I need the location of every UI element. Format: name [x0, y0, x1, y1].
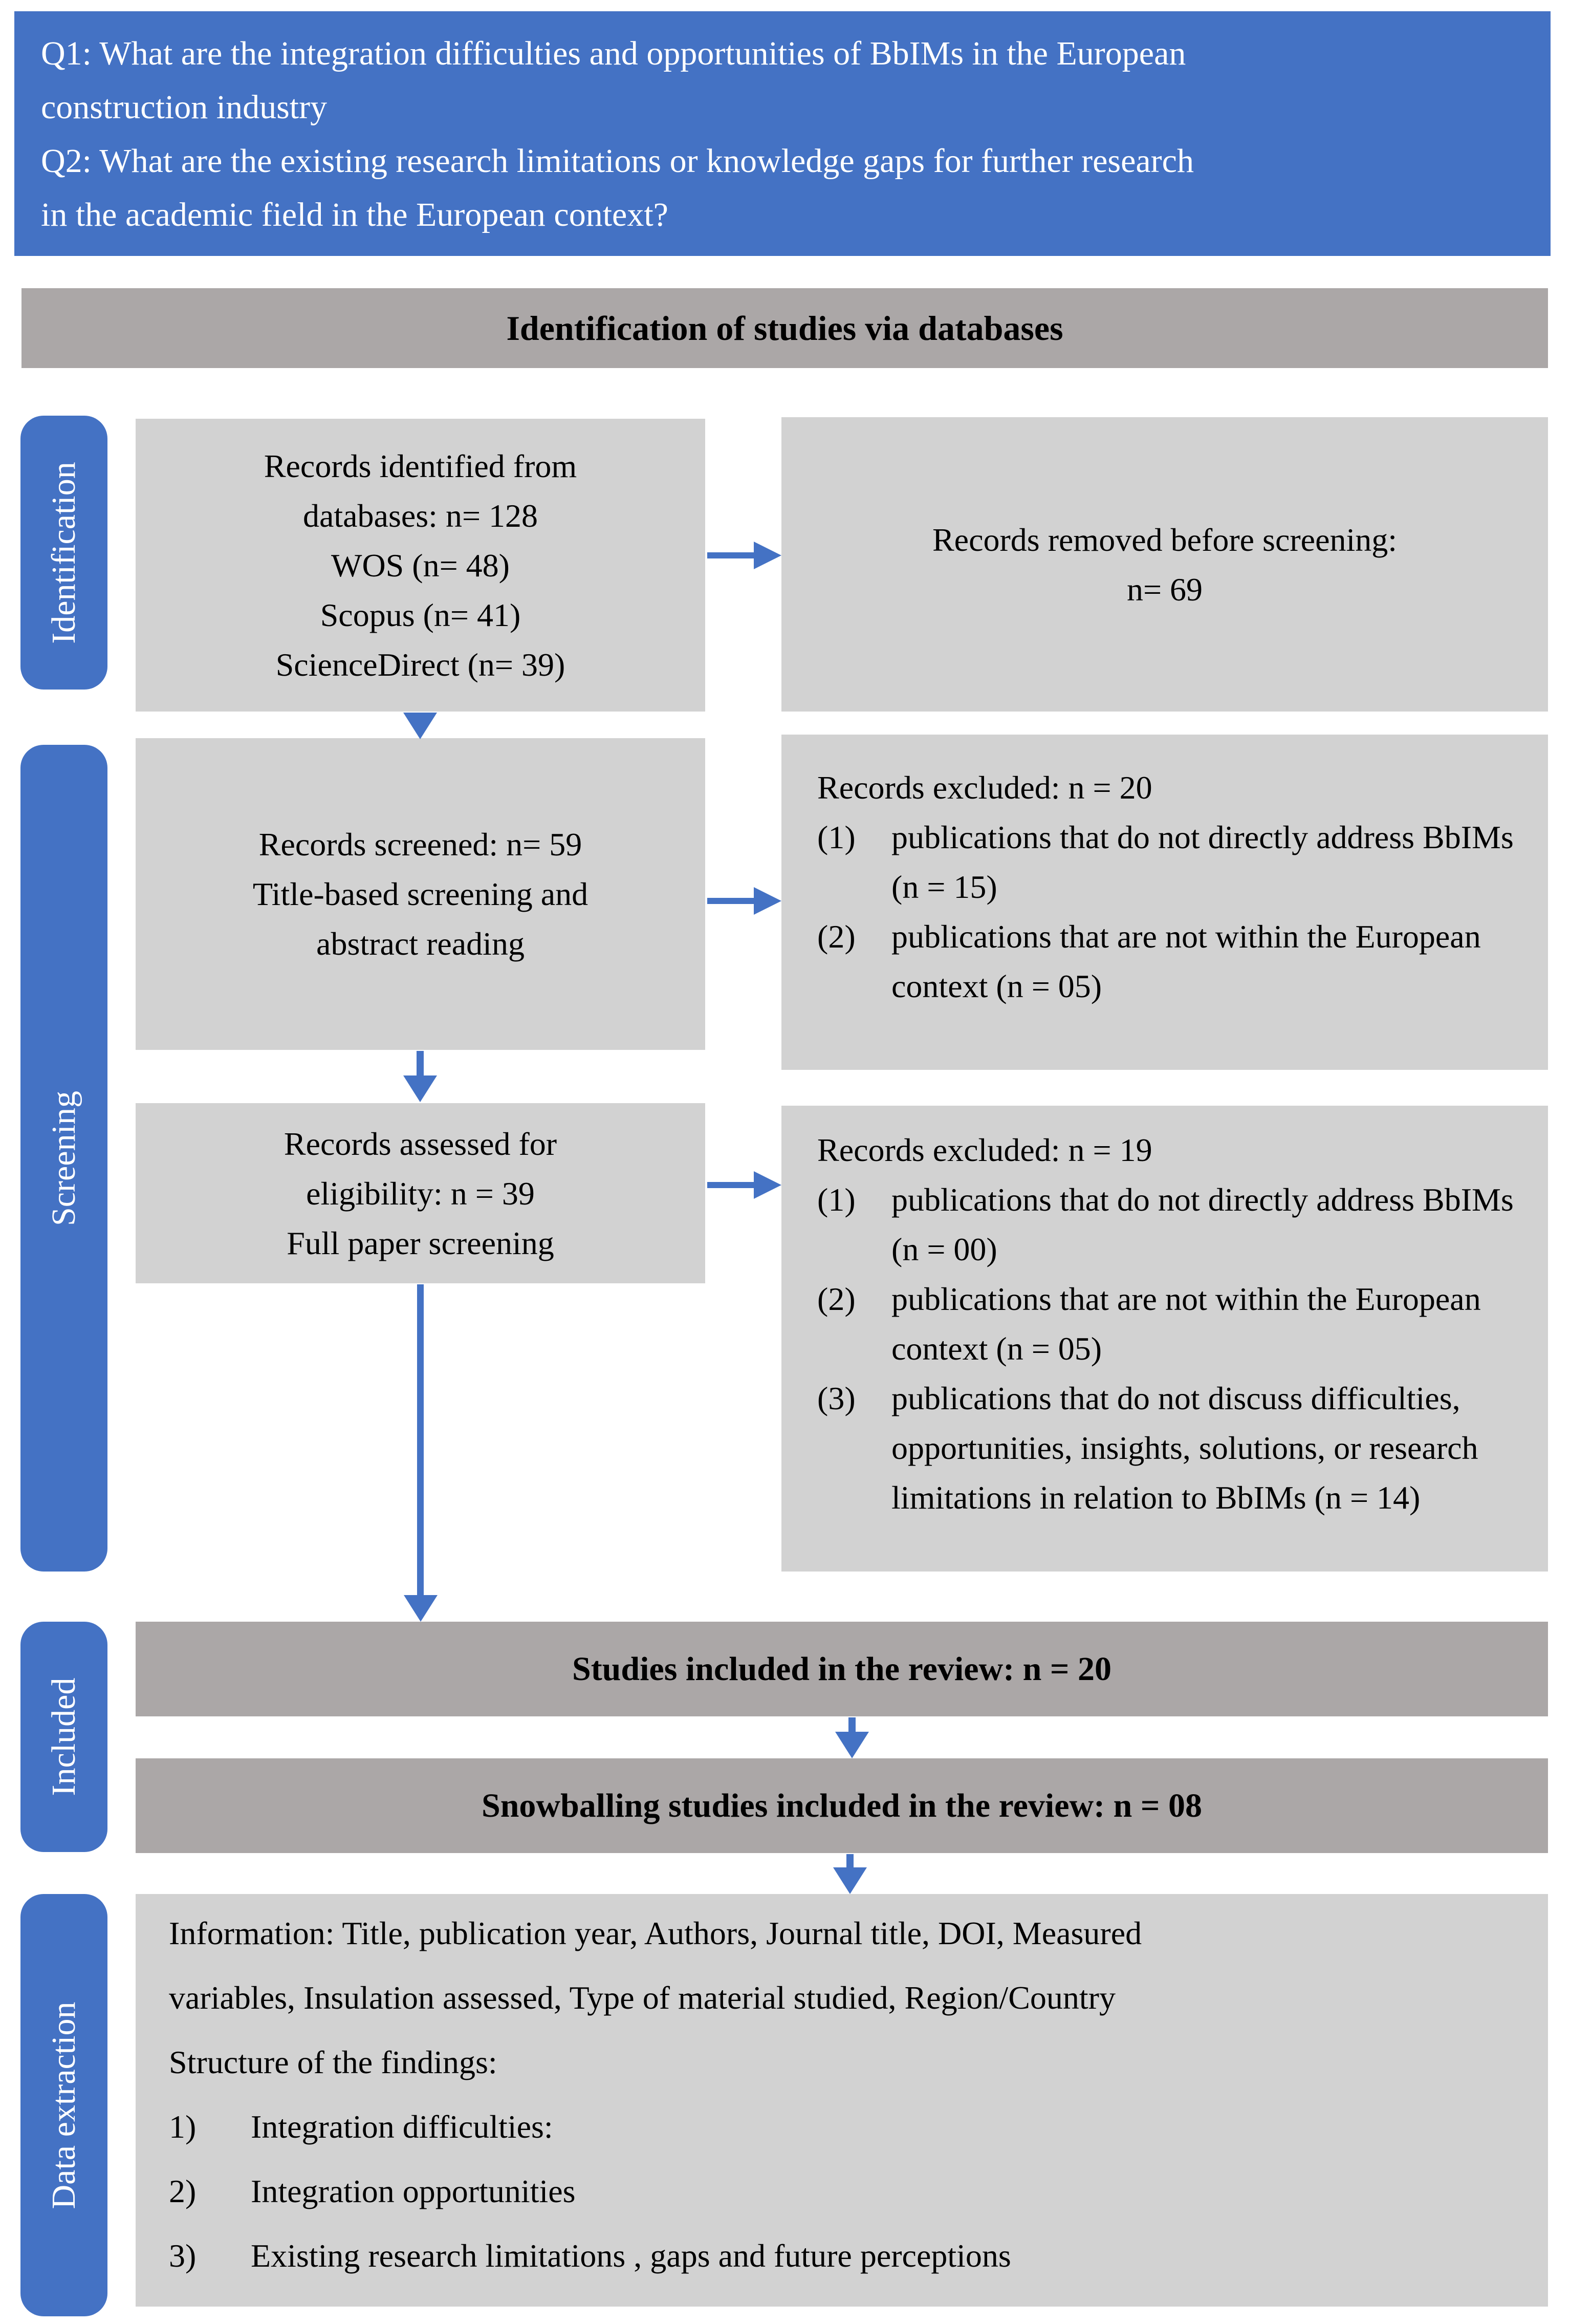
removed-line: n= 69 [1126, 571, 1203, 608]
sidebar-stage-screening: Screening [20, 745, 107, 1572]
sidebar-stage-included: Included [20, 1622, 107, 1852]
arrow-identified-to-removed-shaft [707, 552, 757, 558]
arrow-assessed-to-included-head [404, 1595, 438, 1622]
studies-included-text: Studies included in the review: n = 20 [572, 1650, 1111, 1688]
identified-line: Scopus (n= 41) [320, 596, 521, 633]
excluded-2-item: (3) publications that do not discuss dif… [817, 1373, 1520, 1522]
list-text: Existing research limitations , gaps and… [251, 2237, 1011, 2274]
list-marker: 2) [169, 2173, 197, 2209]
identification-vertical-label: Identification [45, 461, 82, 644]
data-extraction-box: Information: Title, publication year, Au… [136, 1894, 1548, 2307]
excluded-2-title: Records excluded: n = 19 [817, 1132, 1152, 1168]
identified-line: Records identified from [264, 447, 577, 484]
included-vertical-label: Included [45, 1677, 82, 1796]
data-extraction-item: 2) Integration opportunities [169, 2159, 1512, 2224]
records-excluded-box-1: Records excluded: n = 20 (1) publication… [781, 735, 1548, 1070]
arrow-screened-to-excluded1-shaft [707, 898, 757, 904]
records-screened-box: Records screened: n= 59 Title-based scre… [136, 738, 705, 1050]
screened-line: abstract reading [316, 926, 525, 962]
list-text: publications that do not discuss difficu… [891, 1380, 1478, 1516]
data-extraction-structure-label: Structure of the findings: [169, 2044, 497, 2080]
snowballing-included-text: Snowballing studies included in the revi… [482, 1787, 1202, 1824]
arrow-assessed-to-excluded2-head [754, 1171, 781, 1199]
list-text: publications that do not directly addres… [891, 1181, 1514, 1267]
list-text: publications that are not within the Eur… [891, 918, 1481, 1004]
screening-vertical-label: Screening [45, 1090, 82, 1226]
records-assessed-box: Records assessed for eligibility: n = 39… [136, 1103, 705, 1283]
identified-line: WOS (n= 48) [331, 547, 510, 584]
data-extraction-info-line: variables, Insulation assessed, Type of … [169, 1979, 1116, 2016]
data-extraction-vertical-label: Data extraction [45, 2002, 82, 2209]
arrow-assessed-to-included-shaft [417, 1284, 424, 1597]
screened-line: Title-based screening and [252, 876, 588, 912]
sidebar-stage-data-extraction: Data extraction [20, 1894, 107, 2316]
data-extraction-item: 1) Integration difficulties: [169, 2095, 1512, 2159]
removed-line: Records removed before screening: [932, 521, 1398, 558]
studies-included-banner: Studies included in the review: n = 20 [136, 1622, 1548, 1716]
records-excluded-box-2: Records excluded: n = 19 (1) publication… [781, 1106, 1548, 1572]
list-text: Integration difficulties: [251, 2108, 553, 2145]
sidebar-stage-identification: Identification [20, 416, 107, 690]
arrow-screened-to-assessed-shaft [417, 1051, 424, 1078]
question-q1-line-1: Q1: What are the integration difficultie… [41, 35, 1186, 72]
list-marker: (2) [817, 1281, 856, 1317]
identified-line: ScienceDirect (n= 39) [275, 646, 565, 683]
arrow-identified-to-removed-head [754, 542, 781, 569]
arrow-identified-to-screened-head [403, 713, 437, 739]
assessed-line: Records assessed for [284, 1125, 557, 1162]
snowballing-included-banner: Snowballing studies included in the revi… [136, 1758, 1548, 1853]
arrow-snowballing-to-extraction-head [833, 1867, 867, 1894]
arrow-screened-to-excluded1-head [754, 887, 781, 915]
list-marker: (1) [817, 1181, 856, 1218]
assessed-line: Full paper screening [287, 1224, 554, 1261]
excluded-2-item: (1) publications that do not directly ad… [817, 1175, 1520, 1274]
arrow-assessed-to-excluded2-shaft [707, 1182, 757, 1188]
data-extraction-item: 3) Existing research limitations , gaps … [169, 2224, 1512, 2288]
excluded-1-item: (2) publications that are not within the… [817, 912, 1520, 1011]
records-removed-box: Records removed before screening: n= 69 [781, 417, 1548, 712]
excluded-2-item: (2) publications that are not within the… [817, 1274, 1520, 1373]
arrow-included-to-snowballing-shaft [848, 1717, 856, 1735]
assessed-line: eligibility: n = 39 [306, 1175, 535, 1212]
list-marker: (3) [817, 1380, 856, 1416]
list-marker: 1) [169, 2108, 197, 2145]
screened-line: Records screened: n= 59 [258, 826, 582, 863]
list-text: publications that do not directly addres… [891, 819, 1514, 905]
question-q2-line-1: Q2: What are the existing research limit… [41, 142, 1194, 180]
list-text: Integration opportunities [251, 2173, 576, 2209]
research-questions-box: Q1: What are the integration difficultie… [14, 11, 1551, 256]
phase-header-banner: Identification of studies via databases [21, 288, 1548, 368]
question-q2-line-2: in the academic field in the European co… [41, 196, 668, 233]
list-marker: (1) [817, 819, 856, 855]
phase-header-title: Identification of studies via databases [506, 308, 1063, 348]
list-marker: (2) [817, 918, 856, 955]
excluded-1-item: (1) publications that do not directly ad… [817, 812, 1520, 912]
records-identified-box: Records identified from databases: n= 12… [136, 419, 705, 712]
identified-line: databases: n= 128 [302, 497, 538, 534]
arrow-screened-to-assessed-head [403, 1075, 437, 1102]
excluded-1-title: Records excluded: n = 20 [817, 769, 1152, 806]
arrow-snowballing-to-extraction-shaft [846, 1854, 854, 1870]
arrow-included-to-snowballing-head [835, 1732, 869, 1758]
list-text: publications that are not within the Eur… [891, 1281, 1481, 1367]
question-q1-line-2: construction industry [41, 89, 328, 126]
data-extraction-info-line: Information: Title, publication year, Au… [169, 1915, 1142, 1951]
list-marker: 3) [169, 2237, 197, 2274]
